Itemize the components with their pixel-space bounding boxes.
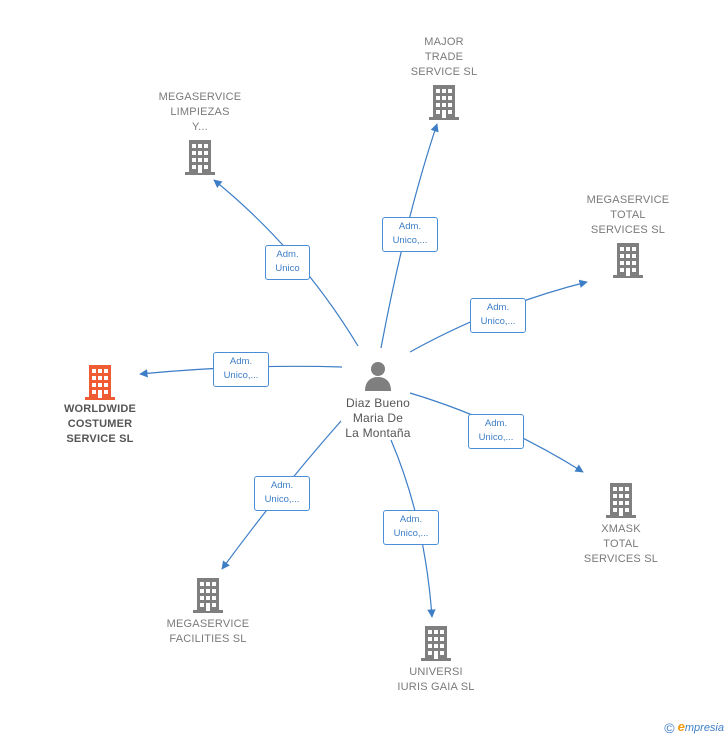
person-name: Diaz Bueno Maria De La Montaña xyxy=(345,396,411,440)
company-name: UNIVERSI IURIS GAIA SL xyxy=(397,666,475,693)
relation-label-worldwide[interactable]: Adm. Unico,... xyxy=(213,352,269,387)
company-name: XMASK TOTAL SERVICES SL xyxy=(583,523,659,565)
building-icon xyxy=(85,365,115,400)
relation-label-xmask[interactable]: Adm. Unico,... xyxy=(468,414,524,449)
company-node-major-trade[interactable]: MAJOR TRADE SERVICE SL xyxy=(396,35,492,120)
brand-footer: © empresia xyxy=(664,719,724,736)
company-name: MEGASERVICE TOTAL SERVICES SL xyxy=(586,194,670,236)
relation-label-megaservice-total[interactable]: Adm. Unico,... xyxy=(470,298,526,333)
company-node-xmask[interactable]: XMASK TOTAL SERVICES SL xyxy=(571,482,671,567)
company-node-megaservice-total[interactable]: MEGASERVICE TOTAL SERVICES SL xyxy=(578,193,678,278)
company-node-worldwide[interactable]: WORLDWIDE COSTUMER SERVICE SL xyxy=(50,364,150,447)
relation-label-major-trade[interactable]: Adm. Unico,... xyxy=(382,217,438,252)
copyright-symbol: © xyxy=(664,720,675,736)
company-name: MEGASERVICE FACILITIES SL xyxy=(166,618,250,645)
company-node-universi[interactable]: UNIVERSI IURIS GAIA SL xyxy=(386,625,486,695)
building-icon xyxy=(193,578,223,613)
company-node-megaservice-facilities[interactable]: MEGASERVICE FACILITIES SL xyxy=(158,577,258,647)
company-name: MAJOR TRADE SERVICE SL xyxy=(410,36,478,78)
building-icon xyxy=(185,140,215,175)
person-node[interactable]: Diaz Bueno Maria De La Montaña xyxy=(328,360,428,441)
relation-label-universi[interactable]: Adm. Unico,... xyxy=(383,510,439,545)
building-icon xyxy=(429,85,459,120)
company-name: MEGASERVICE LIMPIEZAS Y... xyxy=(158,91,242,133)
building-icon xyxy=(613,243,643,278)
relation-label-megaservice-limpiezas[interactable]: Adm. Unico xyxy=(265,245,310,280)
company-node-megaservice-limpiezas[interactable]: MEGASERVICE LIMPIEZAS Y... xyxy=(150,90,250,175)
person-icon xyxy=(365,362,391,391)
relation-label-megaservice-facilities[interactable]: Adm. Unico,... xyxy=(254,476,310,511)
building-icon xyxy=(606,483,636,518)
company-name: WORLDWIDE COSTUMER SERVICE SL xyxy=(63,403,137,445)
building-icon xyxy=(421,626,451,661)
brand-logo-text: mpresia xyxy=(684,721,724,734)
brand-logo-e: e xyxy=(677,718,685,734)
